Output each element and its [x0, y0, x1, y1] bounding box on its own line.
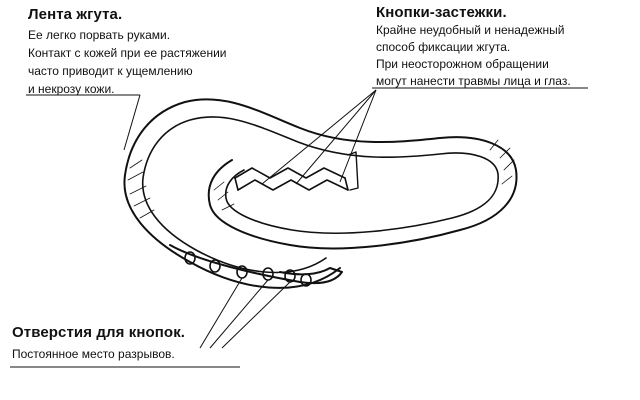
strap-line: Контакт с кожей при ее растяжении: [28, 46, 227, 60]
holes-annotation: Отверстия для кнопок. Постоянное место р…: [12, 324, 185, 363]
holes-line: Постоянное место разрывов.: [12, 347, 175, 361]
buttons-line: При неосторожном обращении: [376, 57, 549, 71]
hole: [209, 259, 221, 273]
holes-leader-line: [221, 281, 291, 349]
buttons-leader-line: [295, 89, 377, 185]
button-fasteners: [234, 151, 359, 191]
strap-title: Лента жгута.: [28, 6, 123, 23]
buttons-leader-line: [261, 89, 377, 185]
buttons-title: Кнопки-застежки.: [376, 4, 507, 21]
strap-line: Ее легко порвать руками.: [28, 28, 171, 42]
hole: [262, 267, 274, 281]
hole: [184, 251, 196, 265]
buttons-line: могут нанести травмы лица и глаз.: [376, 74, 571, 88]
button-holes: [184, 251, 312, 287]
buttons-annotation: Кнопки-застежки. Крайне неудобный и нена…: [376, 4, 571, 90]
holes-title: Отверстия для кнопок.: [12, 324, 186, 341]
strap-line: и некрозу кожи.: [28, 82, 115, 96]
holes-leader-line: [199, 277, 243, 349]
hole: [300, 273, 312, 287]
strap-outer-edge: [123, 98, 518, 289]
buttons-line: Крайне неудобный и ненадежный: [376, 23, 565, 37]
strap-leader-line: [123, 94, 141, 151]
buttons-leader-line: [339, 89, 377, 183]
strap-line: часто приводит к ущемлению: [28, 64, 193, 78]
buttons-line: способ фиксации жгута.: [376, 40, 511, 54]
holes-leader-line: [209, 279, 269, 349]
strap-annotation: Лента жгута. Ее легко порвать руками. Ко…: [28, 6, 227, 98]
strap-inner-edge: [141, 116, 499, 274]
strap-free-end: [169, 244, 343, 285]
